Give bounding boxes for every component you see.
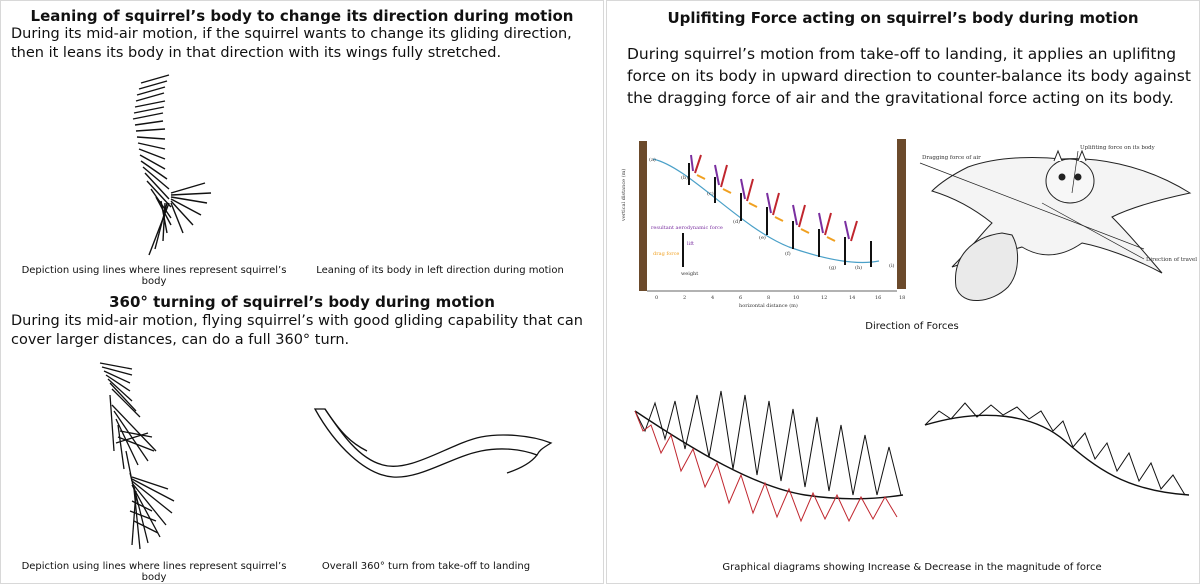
xtick-6: 6 bbox=[739, 295, 742, 301]
caption-2a: Depiction using lines where lines repres… bbox=[21, 561, 287, 583]
turning-lines-figure bbox=[99, 362, 175, 550]
travel-label: Direction of travel bbox=[1146, 257, 1197, 263]
leaning-lines-figure bbox=[132, 74, 212, 256]
drag-label: Dragging force of air bbox=[922, 155, 981, 161]
xtick-2: 2 bbox=[683, 295, 686, 301]
xtick-18: 18 bbox=[899, 295, 905, 301]
right-body: During squirrel’s motion from take-off t… bbox=[627, 45, 1191, 107]
leaning-tiles-figure bbox=[350, 81, 522, 247]
right-tree bbox=[897, 139, 906, 289]
glide-path bbox=[652, 158, 880, 264]
label-b: (b) bbox=[681, 174, 688, 181]
xtick-10: 10 bbox=[793, 295, 799, 301]
xtick-4: 4 bbox=[711, 295, 714, 301]
plot-xlabel: horizontal distance (m) bbox=[739, 302, 798, 309]
label-c: (c) bbox=[707, 190, 714, 197]
plot-ylabel: vertical distance (m) bbox=[620, 169, 627, 222]
xtick-16: 16 bbox=[875, 295, 881, 301]
caption-2b: Overall 360° turn from take-off to landi… bbox=[321, 561, 531, 572]
legend-resultant: resultant aerodynamic force bbox=[651, 225, 723, 231]
squirrel-illustration: Uplifiting force on its body Dragging fo… bbox=[919, 145, 1197, 301]
label-g: (g) bbox=[829, 264, 836, 271]
force-zigzag-left bbox=[634, 390, 904, 523]
label-a: (a) bbox=[649, 156, 656, 163]
caption-1a: Depiction using lines where lines repres… bbox=[21, 265, 287, 287]
section1-body: During its mid-air motion, if the squirr… bbox=[11, 26, 572, 61]
label-e: (e) bbox=[759, 234, 766, 241]
left-tree bbox=[639, 141, 647, 291]
trajectory-plot: vertical distance (m) horizontal distanc… bbox=[620, 139, 906, 309]
section2-body: During its mid-air motion, flying squirr… bbox=[11, 313, 583, 348]
legend-drag: drag force bbox=[653, 251, 679, 257]
section1-heading: Leaning of squirrel’s body to change its… bbox=[30, 7, 574, 25]
forces-caption: Direction of Forces bbox=[865, 321, 959, 332]
graph-caption: Graphical diagrams showing Increase & De… bbox=[722, 562, 1102, 573]
legend-weight: weight bbox=[681, 271, 698, 277]
label-i: (i) bbox=[889, 262, 895, 269]
xtick-12: 12 bbox=[821, 295, 827, 301]
left-panel: Leaning of squirrel’s body to change its… bbox=[0, 0, 604, 584]
xtick-14: 14 bbox=[849, 295, 855, 301]
label-f: (f) bbox=[785, 250, 791, 257]
caption-1b: Leaning of its body in left direction du… bbox=[316, 265, 564, 276]
right-heading: Uplifiting Force acting on squirrel’s bo… bbox=[667, 9, 1139, 27]
section2-heading: 360° turning of squirrel’s body during m… bbox=[109, 293, 495, 311]
label-h: (h) bbox=[855, 264, 862, 271]
force-zigzag-right bbox=[924, 402, 1190, 496]
legend-lift: lift bbox=[687, 241, 694, 247]
uplift-label: Uplifiting force on its body bbox=[1080, 145, 1156, 151]
right-panel: Uplifiting Force acting on squirrel’s bo… bbox=[606, 0, 1200, 584]
xtick-0: 0 bbox=[655, 295, 658, 301]
turning-ribbon-figure bbox=[313, 408, 553, 478]
label-d: (d) bbox=[733, 218, 740, 225]
xtick-8: 8 bbox=[767, 295, 770, 301]
